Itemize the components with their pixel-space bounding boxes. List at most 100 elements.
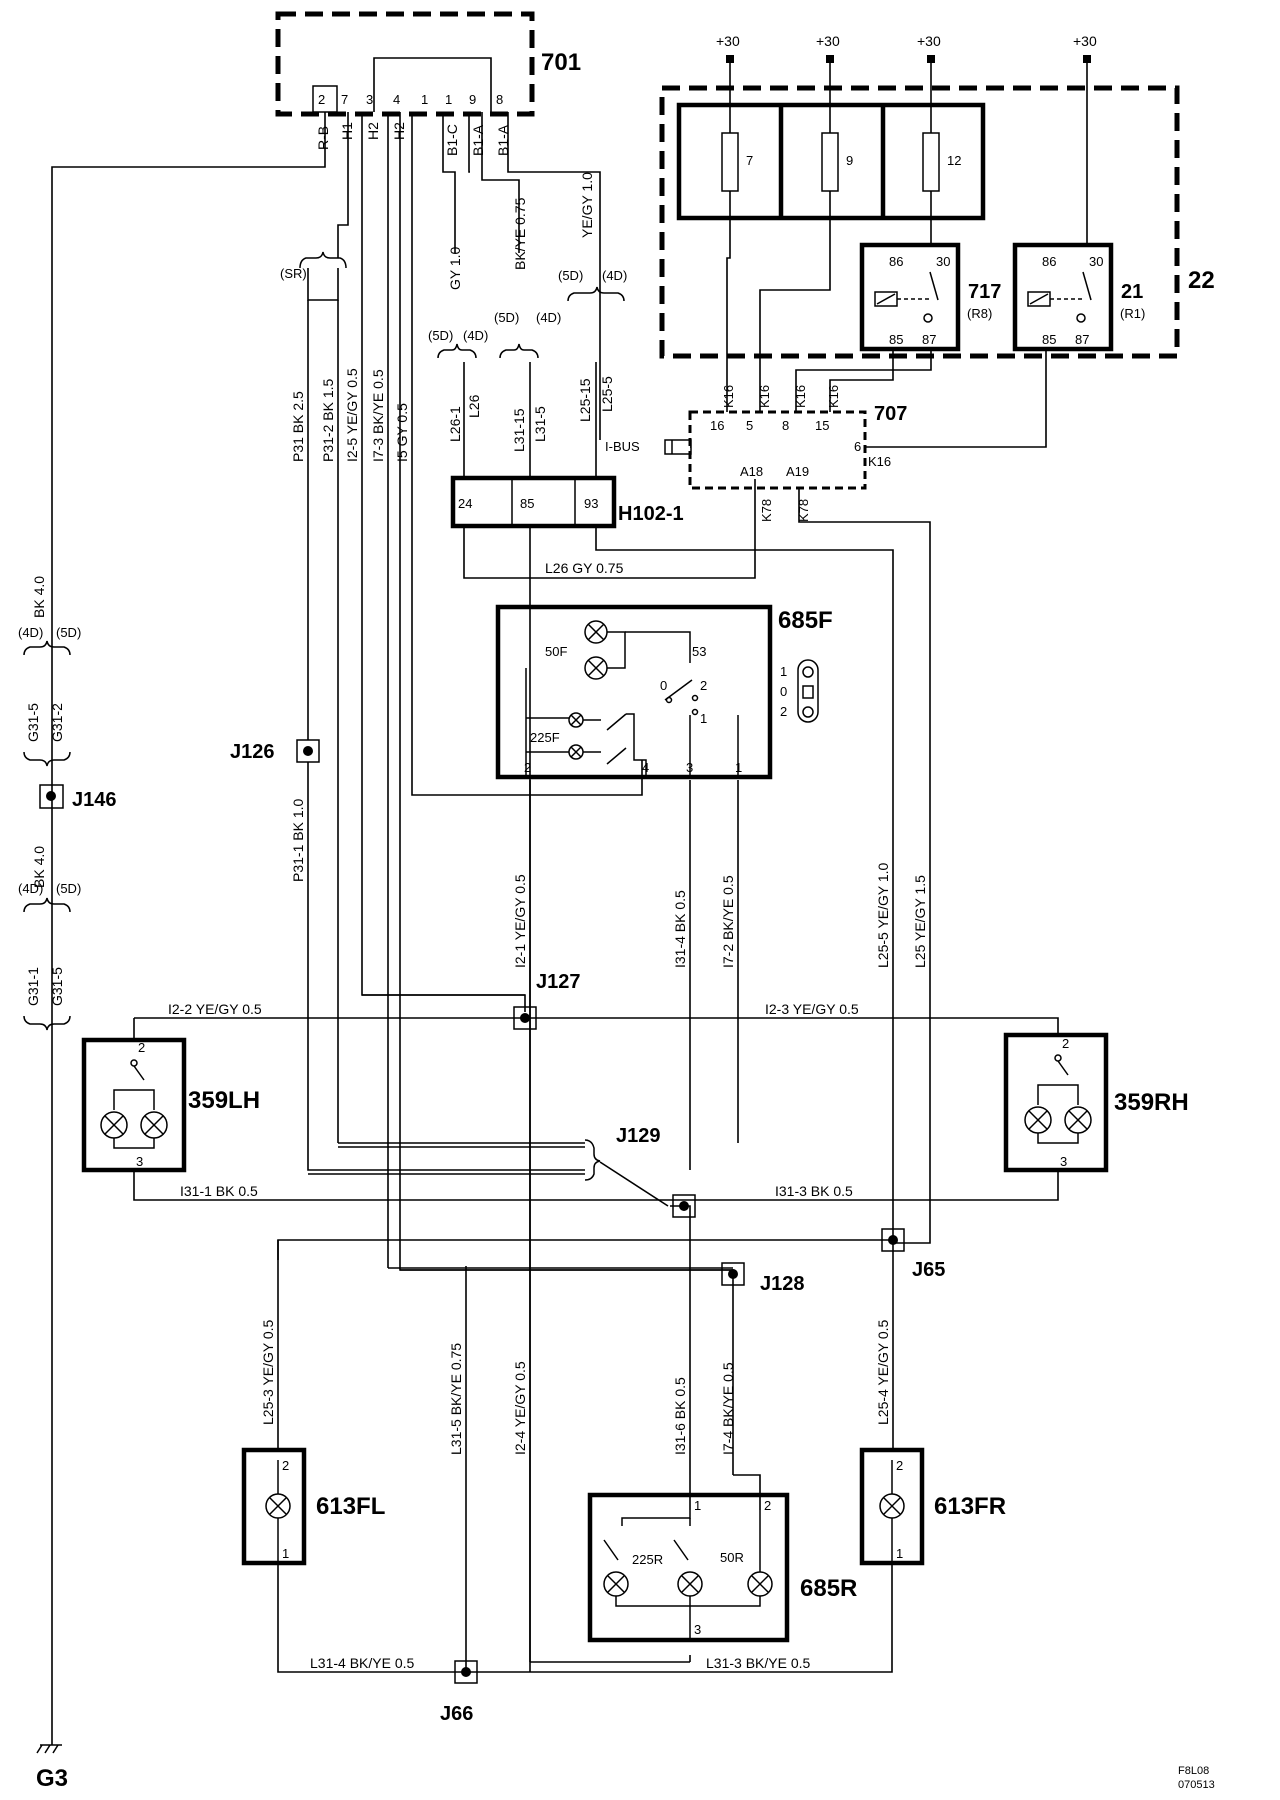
svg-text:2: 2 xyxy=(896,1458,903,1473)
wire-code: R-B xyxy=(315,126,331,150)
supply-terminal xyxy=(927,55,935,63)
svg-text:J66: J66 xyxy=(440,1703,473,1725)
supply-label: +30 xyxy=(917,33,941,49)
svg-text:J128: J128 xyxy=(760,1273,805,1295)
junction-j146: J146 xyxy=(39,784,117,811)
svg-text:L31-3 BK/YE 0.5: L31-3 BK/YE 0.5 xyxy=(706,1655,811,1671)
svg-text:85: 85 xyxy=(1042,332,1056,347)
module-707-label: 707 xyxy=(874,403,907,425)
svg-text:BK/YE 0.75: BK/YE 0.75 xyxy=(512,197,528,270)
connector-h102 xyxy=(450,475,617,529)
wire-code: B1-C xyxy=(444,124,460,156)
fuse-7 xyxy=(721,132,739,192)
headlight-icon xyxy=(797,659,819,723)
wire-code: H2 xyxy=(391,122,407,140)
svg-text:P31 BK 2.5: P31 BK 2.5 xyxy=(290,391,306,462)
variant-brackets xyxy=(23,251,625,1181)
svg-text:1: 1 xyxy=(735,760,742,775)
svg-text:J129: J129 xyxy=(616,1125,661,1147)
lamp-613fl-label: 613FL xyxy=(316,1493,385,1520)
svg-text:I2-3 YE/GY 0.5: I2-3 YE/GY 0.5 xyxy=(765,1001,859,1017)
module-701-outline xyxy=(275,11,535,117)
svg-text:K16: K16 xyxy=(826,385,841,408)
relay-717: 86 30 85 87 717 (R8) xyxy=(859,242,1001,352)
svg-text:3: 3 xyxy=(136,1154,143,1169)
svg-text:L31-15: L31-15 xyxy=(511,408,527,452)
svg-text:3: 3 xyxy=(1060,1154,1067,1169)
switch-359rh-label: 359RH xyxy=(1114,1089,1189,1116)
svg-text:87: 87 xyxy=(1075,332,1089,347)
svg-text:2: 2 xyxy=(1062,1036,1069,1051)
svg-text:87: 87 xyxy=(922,332,936,347)
switch-359lh-label: 359LH xyxy=(188,1087,260,1114)
svg-text:1: 1 xyxy=(694,1498,701,1513)
relay-21-sub: (R1) xyxy=(1120,306,1145,321)
fuse-12 xyxy=(922,132,940,192)
module-701-label: 701 xyxy=(541,49,581,76)
fuse-label: 9 xyxy=(846,153,853,168)
wires xyxy=(51,57,1088,1745)
svg-text:53: 53 xyxy=(692,644,706,659)
relay-717-sub: (R8) xyxy=(967,306,992,321)
svg-text:I2-2 YE/GY 0.5: I2-2 YE/GY 0.5 xyxy=(168,1001,262,1017)
svg-text:G31-1: G31-1 xyxy=(25,967,41,1006)
svg-text:225R: 225R xyxy=(632,1552,663,1567)
supply-terminal xyxy=(1083,55,1091,63)
svg-text:86: 86 xyxy=(889,254,903,269)
pin-number: 24 xyxy=(458,496,472,511)
svg-text:J126: J126 xyxy=(230,741,275,763)
switch-359lh: 2 3 359LH xyxy=(81,1037,260,1173)
pin-number: 4 xyxy=(393,92,400,107)
svg-text:15: 15 xyxy=(815,418,829,433)
svg-text:A19: A19 xyxy=(786,464,809,479)
svg-text:I31-4 BK 0.5: I31-4 BK 0.5 xyxy=(672,890,688,968)
wire-labels: GY 1.0 BK/YE 0.75 YE/GY 1.0 L26-1 L26 L3… xyxy=(25,172,928,1671)
svg-text:P31-1 BK 1.0: P31-1 BK 1.0 xyxy=(290,799,306,882)
lamp-613fr: 2 1 613FR xyxy=(859,1447,1006,1566)
svg-text:I2-5 YE/GY 0.5: I2-5 YE/GY 0.5 xyxy=(344,368,360,462)
switch-685f xyxy=(495,604,773,780)
svg-text:I7-3 BK/YE 0.5: I7-3 BK/YE 0.5 xyxy=(370,369,386,462)
wire-code: B1-A xyxy=(495,124,511,156)
svg-text:(5D): (5D) xyxy=(428,328,453,343)
svg-text:K78: K78 xyxy=(759,499,774,522)
svg-text:P31-2 BK 1.5: P31-2 BK 1.5 xyxy=(320,379,336,462)
supply-label: +30 xyxy=(1073,33,1097,49)
supply-terminal xyxy=(826,55,834,63)
svg-text:J146: J146 xyxy=(72,789,117,811)
variant-labels: (SR) (5D) (4D) (5D) (4D) (5D) (4D) (4D) … xyxy=(18,266,627,896)
switch-685f-internal xyxy=(525,631,739,777)
svg-text:3: 3 xyxy=(694,1622,701,1637)
wire-code: B1-A xyxy=(470,124,486,156)
drawing-code: F8L08 xyxy=(1178,1765,1209,1777)
junction-j65: J65 xyxy=(881,1228,945,1281)
module-22-outline xyxy=(659,85,1180,359)
svg-text:(5D): (5D) xyxy=(558,268,583,283)
svg-text:L31-5: L31-5 xyxy=(532,406,548,442)
svg-text:K16: K16 xyxy=(721,385,736,408)
supply-label: +30 xyxy=(716,33,740,49)
svg-text:225F: 225F xyxy=(530,730,560,745)
ground-g3: G3 xyxy=(36,1744,68,1792)
lamp-613fr-label: 613FR xyxy=(934,1493,1006,1520)
junction-j129: J129 xyxy=(616,1125,696,1218)
svg-text:L25-15: L25-15 xyxy=(577,378,593,422)
ibus-label: I-BUS xyxy=(605,439,640,454)
relay-717-label: 717 xyxy=(968,281,1001,303)
svg-text:2: 2 xyxy=(764,1498,771,1513)
svg-text:2: 2 xyxy=(524,760,531,775)
pin-number: 9 xyxy=(469,92,476,107)
lamp-icon xyxy=(568,620,608,760)
svg-text:G31-2: G31-2 xyxy=(49,703,65,742)
pin-number: 7 xyxy=(341,92,348,107)
pin-number: 8 xyxy=(496,92,503,107)
svg-text:8: 8 xyxy=(782,418,789,433)
svg-text:L31-5 BK/YE 0.75: L31-5 BK/YE 0.75 xyxy=(448,1343,464,1455)
svg-text:I31-3 BK 0.5: I31-3 BK 0.5 xyxy=(775,1183,853,1199)
svg-text:2: 2 xyxy=(282,1458,289,1473)
svg-text:4: 4 xyxy=(642,760,649,775)
svg-text:J127: J127 xyxy=(536,971,581,993)
relay-21: 86 30 85 87 21 (R1) xyxy=(1012,242,1145,352)
wire-code: H1 xyxy=(339,122,355,140)
